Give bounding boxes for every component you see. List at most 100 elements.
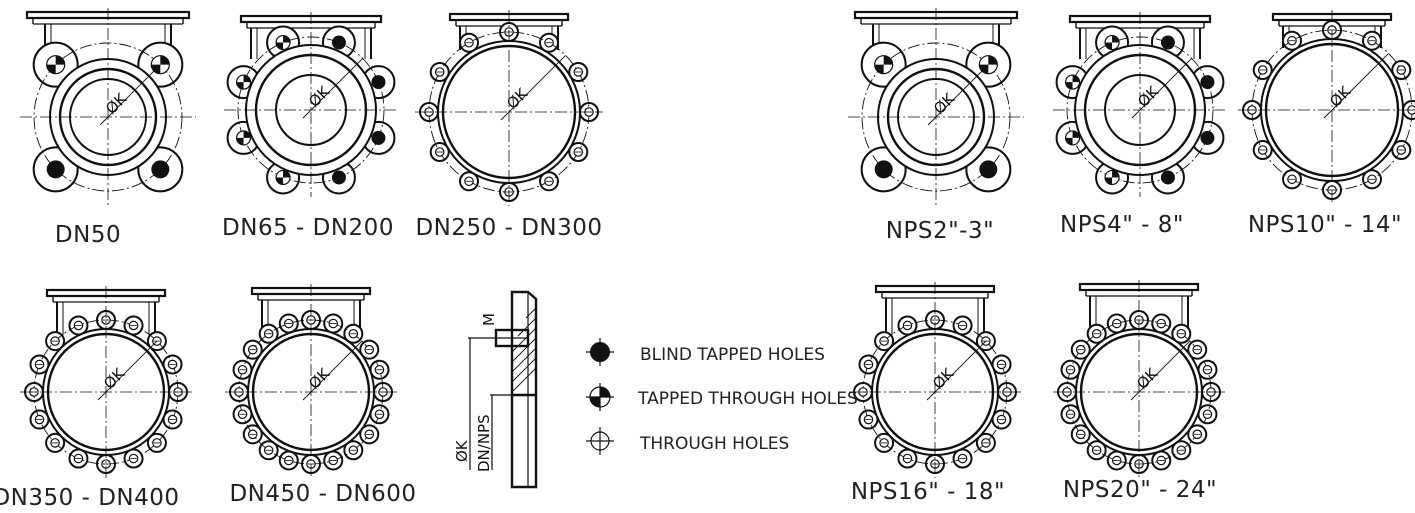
flange-body: ØK	[1238, 10, 1415, 204]
through-hole	[50, 336, 60, 346]
valve-view: ØK DN250 - DN300	[415, 10, 603, 241]
view-caption: NPS10" - 14"	[1248, 212, 1402, 238]
flange-body: ØK	[20, 8, 196, 205]
blind-tapped-hole-icon	[586, 338, 614, 366]
k-leader	[97, 340, 158, 401]
flange-body: ØK	[224, 12, 398, 197]
through-hole	[263, 328, 274, 339]
section-outline	[510, 290, 538, 489]
through-hole	[247, 344, 258, 355]
through-hole	[1176, 445, 1187, 456]
through-hole-icon	[586, 427, 614, 455]
through-hole	[1396, 145, 1407, 155]
through-hole	[1091, 445, 1102, 456]
through-hole	[167, 359, 178, 370]
valve-view: ØK NPS10" - 14"	[1238, 10, 1415, 238]
blind-tapped-hole	[1200, 130, 1215, 145]
blind-tapped-hole	[1160, 170, 1175, 185]
flange-body: ØK	[225, 284, 397, 478]
legend-through-holes: THROUGH HOLES	[639, 434, 789, 454]
valve-view: ØK DN50	[20, 8, 196, 248]
blind-tapped-hole	[979, 160, 998, 179]
through-hole	[34, 359, 45, 370]
through-hole	[167, 414, 178, 425]
hole-legend: BLIND TAPPED HOLES TAPPED THROUGH HOLES …	[586, 338, 858, 455]
k-leader	[500, 55, 566, 121]
m-thread-label: M	[480, 313, 498, 326]
through-hole	[957, 453, 968, 464]
view-caption: NPS2"-3"	[886, 218, 994, 244]
blind-tapped-hole	[1160, 35, 1175, 50]
through-hole	[464, 176, 474, 187]
through-hole	[247, 429, 258, 440]
k-diameter-label: ØK	[453, 439, 471, 462]
through-hole	[1065, 364, 1076, 375]
through-hole	[434, 147, 445, 157]
view-caption: DN250 - DN300	[415, 215, 602, 241]
through-hole	[348, 328, 359, 339]
through-hole	[128, 453, 139, 464]
flange-body: ØK	[415, 10, 603, 206]
through-hole	[1192, 429, 1203, 440]
legend-tapped-through-holes: TAPPED THROUGH HOLES	[637, 389, 858, 409]
tapped-through-hole	[235, 130, 252, 146]
through-hole	[1396, 65, 1407, 75]
through-hole	[1111, 318, 1122, 329]
view-caption: DN50	[55, 222, 121, 248]
blind-tapped-hole	[371, 130, 386, 145]
through-hole	[996, 359, 1007, 370]
view-caption: DN350 - DN400	[0, 485, 180, 511]
tapped-through-hole-icon	[586, 383, 614, 411]
blind-tapped-hole	[331, 35, 346, 50]
through-hole	[1075, 429, 1086, 440]
through-hole	[1156, 318, 1167, 329]
tapped-through-hole	[1104, 34, 1120, 51]
view-caption: DN65 - DN200	[222, 215, 394, 241]
through-hole	[34, 414, 45, 425]
through-hole	[1287, 35, 1297, 46]
through-hole	[152, 438, 162, 448]
through-hole	[902, 320, 913, 331]
tapped-through-hole	[1104, 169, 1120, 186]
flange-body: ØK	[1053, 280, 1225, 478]
blind-tapped-hole	[151, 160, 170, 179]
view-caption: NPS20" - 24"	[1063, 477, 1217, 503]
view-caption: NPS16" - 18"	[851, 479, 1005, 505]
valve-view: ØK DN65 - DN200	[222, 12, 398, 241]
through-hole	[128, 320, 139, 331]
k-leader	[1130, 340, 1191, 401]
through-hole	[1091, 328, 1102, 339]
through-hole	[263, 445, 274, 456]
through-hole	[237, 364, 248, 375]
flange-body: ØK	[848, 8, 1024, 205]
through-hole	[996, 414, 1007, 425]
tapped-through-hole	[275, 169, 291, 186]
tapped-through-hole	[1064, 74, 1081, 90]
through-hole	[237, 409, 248, 420]
through-hole	[863, 359, 874, 370]
through-hole	[879, 438, 889, 448]
through-hole	[50, 438, 60, 448]
flange-body: ØK	[1053, 12, 1227, 197]
blind-tapped-hole	[1200, 75, 1215, 90]
through-hole	[1192, 344, 1203, 355]
blind-tapped-hole	[874, 160, 893, 179]
through-hole	[1202, 409, 1213, 420]
k-leader	[927, 64, 989, 126]
through-hole	[283, 318, 294, 329]
tapped-through-hole	[1064, 130, 1081, 146]
k-leader	[99, 64, 161, 126]
through-hole	[73, 453, 84, 464]
through-hole	[1065, 409, 1076, 420]
valve-view: ØK NPS2"-3"	[848, 8, 1024, 244]
blind-tapped-hole	[371, 75, 386, 90]
through-hole	[328, 318, 339, 329]
tapped-through-hole	[46, 55, 66, 75]
k-leader	[926, 340, 987, 401]
through-hole	[981, 438, 991, 448]
flange-section-detail: M ØK DN/NPS	[453, 290, 538, 489]
